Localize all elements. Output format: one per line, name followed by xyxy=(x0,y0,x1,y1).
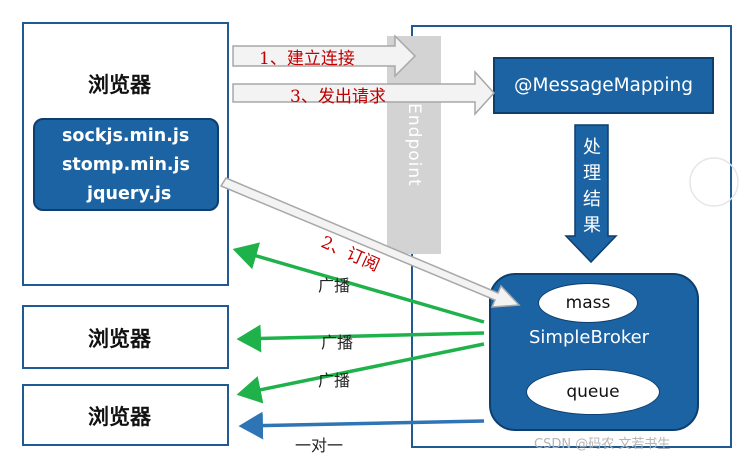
message-mapping-box: @MessageMapping xyxy=(493,57,714,114)
browser-box-3 xyxy=(22,384,229,446)
simple-broker-label: SimpleBroker xyxy=(529,327,650,348)
library-stomp: stomp.min.js xyxy=(62,155,190,175)
broadcast-label-1: 广播 xyxy=(318,276,351,295)
step-request-label: 3、发出请求 xyxy=(290,87,386,107)
destination-queue: queue xyxy=(526,369,660,415)
broadcast-label-3: 广播 xyxy=(318,371,351,390)
browser-label-2: 浏览器 xyxy=(88,326,151,351)
broadcast-arrow-2 xyxy=(236,324,485,353)
processing-arrow xyxy=(564,124,618,264)
watermark-text: CSDN @码农 文若书生 xyxy=(534,437,671,452)
browser-label-3: 浏览器 xyxy=(88,404,151,429)
destination-mass: mass xyxy=(538,283,638,323)
subscribe-arrow xyxy=(219,177,521,308)
processing-result-label: 处 理 结 果 xyxy=(583,137,601,236)
step-connect-label: 1、建立连接 xyxy=(259,49,355,69)
client-libraries: sockjs.min.js stomp.min.js jquery.js xyxy=(33,118,219,211)
request-arrow xyxy=(232,70,496,116)
broadcast-arrow-3 xyxy=(236,342,485,404)
library-jquery: jquery.js xyxy=(87,184,172,204)
one-to-one-label: 一对一 xyxy=(295,436,344,455)
message-mapping-label: @MessageMapping xyxy=(514,75,693,96)
library-sockjs: sockjs.min.js xyxy=(62,126,190,146)
one-to-one-arrow xyxy=(238,411,485,440)
broadcast-label-2: 广播 xyxy=(321,333,354,352)
decor-circle xyxy=(689,157,739,207)
broadcast-arrow-1 xyxy=(232,242,485,324)
browser-label-1: 浏览器 xyxy=(88,72,151,97)
connect-arrow xyxy=(232,34,417,78)
browser-box-2 xyxy=(22,305,229,369)
